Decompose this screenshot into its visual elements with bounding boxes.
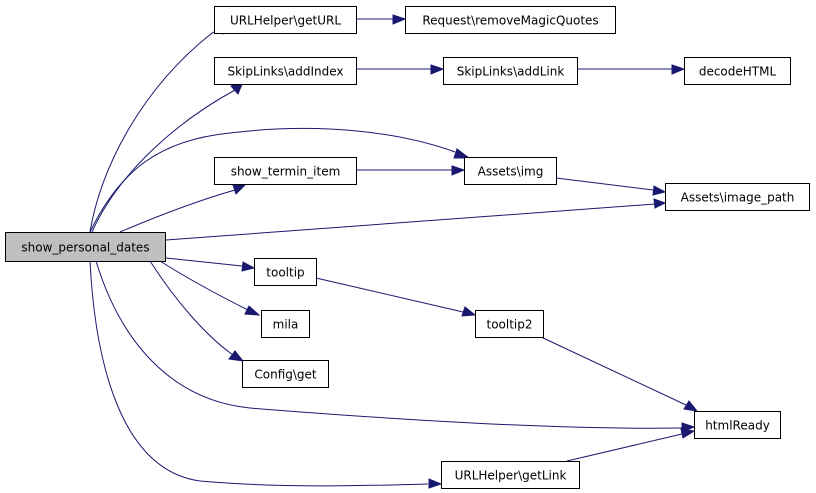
- arrowhead: [392, 14, 407, 25]
- arrowhead: [671, 64, 686, 75]
- node-box[interactable]: [5, 232, 166, 262]
- node-mila[interactable]: mila: [261, 310, 310, 338]
- edge-line: [149, 260, 234, 356]
- arrowhead: [683, 400, 699, 412]
- arrowhead: [680, 428, 696, 439]
- node-label: decodeHTML: [699, 65, 777, 79]
- edge-urlhelper_getlink-to-htmlready: [566, 428, 696, 462]
- node-request-removemagicquotes[interactable]: Request\removeMagicQuotes: [405, 6, 616, 34]
- edge-line: [89, 28, 221, 233]
- edge-show_personal_dates-to-assets_image_path: [165, 198, 667, 241]
- edge-layer: [89, 14, 699, 489]
- edge-assets_img-to-assets_image_path: [555, 177, 667, 196]
- node-label: SkipLinks\addLink: [457, 65, 565, 79]
- node-decodehtml[interactable]: decodeHTML: [684, 57, 791, 85]
- edge-show_personal_dates-to-mila: [159, 260, 261, 316]
- node-show-personal-dates[interactable]: show_personal_dates: [5, 232, 166, 262]
- node-label: mila: [273, 318, 299, 332]
- node-label: URLHelper\getURL: [230, 14, 341, 28]
- edge-show_personal_dates-to-urlhelper_getlink: [89, 260, 443, 489]
- node-box[interactable]: [475, 310, 544, 338]
- edge-line: [566, 433, 683, 462]
- edge-skiplinks_addindex-to-skiplinks_addlink: [357, 64, 445, 75]
- node-box[interactable]: [665, 183, 810, 211]
- edge-line: [91, 89, 236, 233]
- node-label: tooltip: [266, 266, 304, 280]
- arrowhead: [228, 350, 245, 362]
- node-urlhelper-getlink[interactable]: URLHelper\getLink: [441, 461, 580, 489]
- node-box[interactable]: [254, 258, 317, 286]
- edge-show_personal_dates-to-config_get: [149, 260, 245, 362]
- node-box[interactable]: [214, 57, 357, 85]
- edge-line: [315, 277, 464, 313]
- node-assets-img[interactable]: Assets\img: [464, 157, 557, 185]
- arrowhead: [232, 183, 248, 195]
- edge-line: [165, 257, 243, 267]
- edge-line: [119, 189, 236, 233]
- edge-show_personal_dates-to-htmlready: [95, 260, 696, 433]
- node-label: Config\get: [254, 368, 317, 382]
- edge-line: [165, 203, 656, 241]
- node-box[interactable]: [242, 360, 329, 388]
- node-box[interactable]: [684, 57, 791, 85]
- node-skiplinks-addindex[interactable]: SkipLinks\addIndex: [214, 57, 357, 85]
- edge-line: [555, 177, 654, 191]
- node-label: htmlReady: [705, 419, 770, 433]
- edge-line: [89, 128, 456, 233]
- edge-skiplinks_addlink-to-decodehtml: [578, 64, 686, 75]
- node-box[interactable]: [405, 6, 616, 34]
- node-box[interactable]: [694, 411, 781, 439]
- node-show-termin-item[interactable]: show_termin_item: [214, 157, 357, 185]
- node-layer: show_personal_dates URLHelper\getURL Reque…: [5, 6, 810, 489]
- edge-line: [540, 336, 687, 406]
- arrowhead: [653, 198, 667, 209]
- node-box[interactable]: [441, 461, 580, 489]
- node-assets-image-path[interactable]: Assets\image_path: [665, 183, 810, 211]
- node-htmlready[interactable]: htmlReady: [694, 411, 781, 439]
- edge-line: [95, 260, 683, 429]
- node-tooltip[interactable]: tooltip: [254, 258, 317, 286]
- node-config-get[interactable]: Config\get: [242, 360, 329, 388]
- node-box[interactable]: [464, 157, 557, 185]
- node-label: SkipLinks\addIndex: [227, 65, 343, 79]
- arrowhead: [453, 148, 471, 159]
- edge-line: [89, 260, 429, 487]
- edge-show_personal_dates-to-assets_img: [89, 128, 471, 233]
- arrowhead: [461, 306, 477, 317]
- node-label: show_personal_dates: [21, 241, 149, 255]
- edge-tooltip2-to-htmlready: [540, 336, 699, 412]
- node-box[interactable]: [214, 157, 357, 185]
- node-box[interactable]: [443, 57, 578, 85]
- node-label: URLHelper\getLink: [455, 469, 567, 483]
- node-label: show_termin_item: [231, 165, 341, 179]
- node-skiplinks-addlink[interactable]: SkipLinks\addLink: [443, 57, 578, 85]
- arrowhead: [244, 305, 261, 316]
- node-label: Assets\img: [478, 165, 544, 179]
- node-label: Request\removeMagicQuotes: [422, 14, 598, 28]
- edge-line: [159, 260, 249, 311]
- edge-show_termin_item-to-assets_img: [357, 165, 466, 176]
- edge-urlhelper_geturl-to-request_removemagicquotes: [357, 14, 407, 25]
- edge-show_personal_dates-to-urlhelper_geturl: [89, 24, 233, 233]
- node-label: Assets\image_path: [681, 191, 795, 205]
- node-box[interactable]: [261, 310, 310, 338]
- edge-show_personal_dates-to-tooltip: [165, 257, 256, 272]
- edge-show_personal_dates-to-show_termin_item: [119, 183, 248, 233]
- arrowhead: [451, 165, 466, 176]
- arrowhead: [652, 185, 667, 196]
- node-box[interactable]: [214, 6, 357, 34]
- node-urlhelper-geturl[interactable]: URLHelper\getURL: [214, 6, 357, 34]
- arrowhead: [430, 64, 445, 75]
- edge-tooltip-to-tooltip2: [315, 277, 477, 317]
- node-tooltip2[interactable]: tooltip2: [475, 310, 544, 338]
- arrowhead: [428, 478, 443, 489]
- node-label: tooltip2: [486, 318, 532, 332]
- arrowhead: [241, 261, 256, 272]
